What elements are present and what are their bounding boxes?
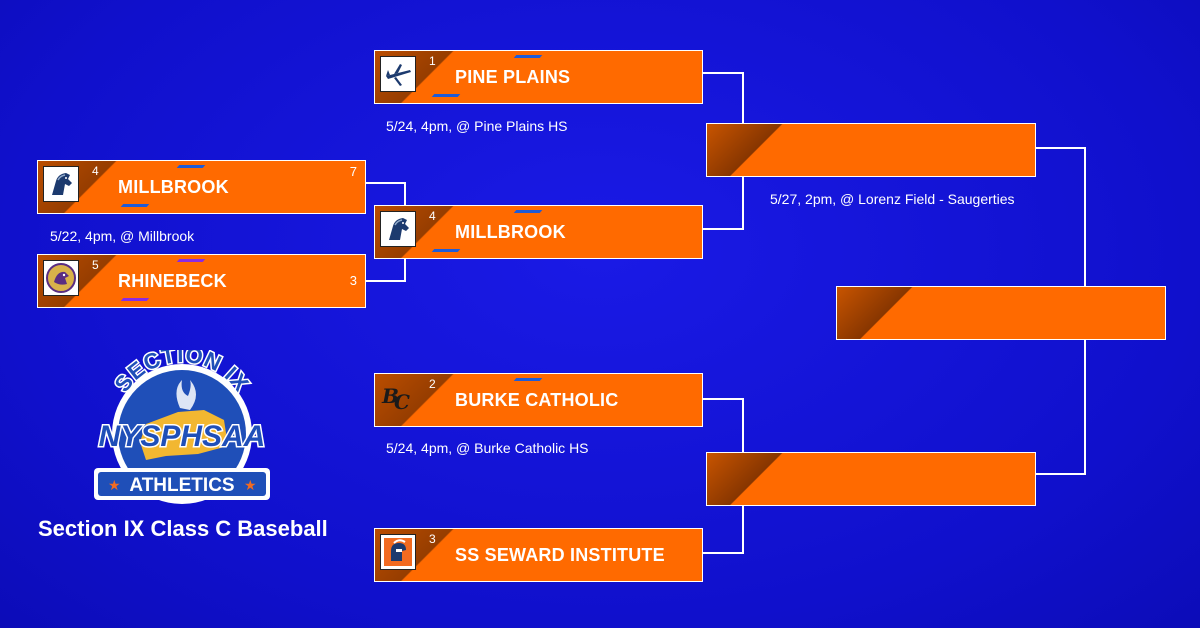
seed-number: 4 bbox=[429, 209, 436, 223]
connector-line bbox=[1084, 338, 1086, 475]
nysphsaa-logo: SECTION IX NYSPHSAA ★ ★ ATHLETICS bbox=[86, 340, 278, 506]
game-info: 5/24, 4pm, @ Pine Plains HS bbox=[386, 118, 568, 134]
team-name: BURKE CATHOLIC bbox=[455, 389, 619, 410]
svg-text:★: ★ bbox=[244, 478, 257, 494]
svg-text:★: ★ bbox=[108, 478, 121, 494]
seed-number: 1 bbox=[429, 54, 436, 68]
team-box-burke-catholic[interactable]: B C 2 BURKE CATHOLIC bbox=[374, 373, 703, 427]
plane-icon bbox=[380, 56, 416, 92]
team-box-millbrook-qf[interactable]: 4 MILLBROOK 7 bbox=[37, 160, 366, 214]
connector-line bbox=[702, 552, 744, 554]
team-name: MILLBROOK bbox=[118, 176, 229, 197]
connector-line bbox=[742, 72, 744, 124]
connector-line bbox=[742, 504, 744, 554]
logo-main-text: NYSPHSAA bbox=[99, 420, 266, 453]
seed-number: 2 bbox=[429, 377, 436, 391]
team-name: RHINEBECK bbox=[118, 270, 227, 291]
connector-line bbox=[366, 182, 406, 184]
svg-text:C: C bbox=[394, 390, 410, 414]
hawk-icon bbox=[43, 260, 79, 296]
connector-line bbox=[702, 228, 744, 230]
connector-line bbox=[1034, 473, 1086, 475]
bc-monogram-icon: B C bbox=[380, 379, 416, 415]
team-box-ss-seward[interactable]: 3 SS SEWARD INSTITUTE bbox=[374, 528, 703, 582]
connector-line bbox=[742, 398, 744, 454]
page-title: Section IX Class C Baseball bbox=[38, 516, 328, 541]
svg-text:B: B bbox=[381, 384, 399, 408]
logo-banner-text: ATHLETICS bbox=[129, 475, 234, 496]
team-score: 3 bbox=[349, 273, 357, 288]
final-slot-top[interactable] bbox=[706, 123, 1036, 177]
seed-number: 4 bbox=[92, 164, 99, 178]
game-info: 5/27, 2pm, @ Lorenz Field - Saugerties bbox=[770, 191, 1015, 207]
connector-line bbox=[366, 280, 406, 282]
connector-line bbox=[404, 182, 406, 206]
connector-line bbox=[404, 258, 406, 282]
connector-line bbox=[702, 72, 744, 74]
team-score: 7 bbox=[349, 164, 357, 179]
team-name: MILLBROOK bbox=[455, 221, 566, 242]
game-info: 5/22, 4pm, @ Millbrook bbox=[50, 228, 195, 244]
team-name: SS SEWARD INSTITUTE bbox=[455, 544, 665, 565]
connector-line bbox=[742, 177, 744, 230]
mustang-icon bbox=[380, 211, 416, 247]
spartan-icon bbox=[380, 534, 416, 570]
champion-slot[interactable] bbox=[836, 286, 1166, 340]
game-info: 5/24, 4pm, @ Burke Catholic HS bbox=[386, 440, 589, 456]
final-slot-bottom[interactable] bbox=[706, 452, 1036, 506]
connector-line bbox=[702, 398, 744, 400]
team-box-pine-plains[interactable]: 1 PINE PLAINS bbox=[374, 50, 703, 104]
mustang-icon bbox=[43, 166, 79, 202]
seed-number: 5 bbox=[92, 258, 99, 272]
connector-line bbox=[1034, 147, 1086, 149]
team-box-millbrook-sf[interactable]: 4 MILLBROOK bbox=[374, 205, 703, 259]
team-box-rhinebeck[interactable]: 5 RHINEBECK 3 bbox=[37, 254, 366, 308]
team-name: PINE PLAINS bbox=[455, 66, 571, 87]
connector-line bbox=[1084, 147, 1086, 287]
seed-number: 3 bbox=[429, 532, 436, 546]
